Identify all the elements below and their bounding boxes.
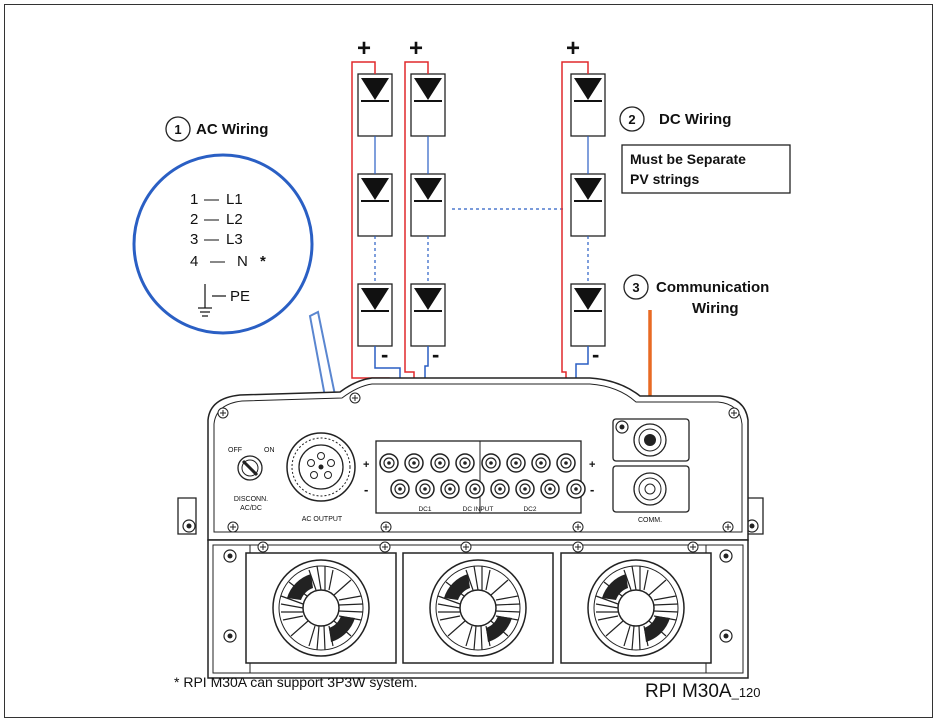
ac-callout-number: 1 [174,122,181,137]
ac-pin-2-name: L2 [226,211,243,228]
dc-note-box [621,144,791,194]
ground-icon [198,284,226,317]
comm-port-upper[interactable] [612,418,690,462]
dc-note-line2: PV strings [630,171,699,187]
dc1-label: DC1 [418,506,431,513]
switch-off-label: OFF [228,447,242,454]
ac-pin-4-mark: * [260,253,266,270]
ac-pinout-magnifier: 1 — L1 2 — L2 3 — L3 4 — N * PE [132,153,314,335]
ac-pin-4-num: 4 [190,253,198,270]
ac-pin-2-num: 2 [190,211,198,228]
ac-pin-4-dash: — [210,253,225,270]
comm-port-lower[interactable] [612,465,690,513]
dc-minus-left: - [364,482,368,497]
pv-string-n [570,73,606,347]
ac-wiring-callout: 1 AC Wiring [165,116,268,142]
ac-output-label: AC OUTPUT [302,516,343,523]
dc2-label: DC2 [523,506,536,513]
disconn-label-2: AC/DC [240,505,262,512]
ac-pin-2-dash: — [204,211,219,228]
minus-label-1: - [381,342,388,367]
comm-callout-number: 3 [632,280,639,295]
dc-callout-number: 2 [628,112,635,127]
ac-pin-3-name: L3 [226,231,243,248]
comm-callout-label-1: Communication [656,279,769,296]
dc-wiring-callout: 2 DC Wiring Must be Separate PV strings [619,106,791,194]
ac-pin-3-num: 3 [190,231,198,248]
dc-note-line1: Must be Separate [630,151,746,167]
dc-input-block [375,440,582,514]
minus-label-n: - [592,342,599,367]
dc-input-label: DC INPUT [463,506,494,513]
plus-label-1: + [357,35,371,62]
ac-pin-1-dash: — [204,191,219,208]
minus-label-2: - [432,342,439,367]
dc-plus-right: + [589,459,595,471]
ac-output-connector[interactable] [286,432,356,502]
ac-callout-label: AC Wiring [196,121,268,138]
ac-pin-4-name: N [237,253,248,270]
footnote: * RPI M30A can support 3P3W system. [174,674,418,690]
dc-callout-label: DC Wiring [659,111,731,128]
model-name: RPI M30A_120 [645,681,761,702]
comm-label: COMM. [638,517,662,524]
figure-frame [4,4,933,718]
model-name-main: RPI M30A [645,681,732,702]
comm-wiring-callout: 3 Communication Wiring [623,274,769,317]
pv-string-2 [410,73,446,347]
plus-label-2: + [409,35,423,62]
ac-pe-label: PE [230,288,250,305]
dc-minus-right: - [590,482,594,497]
ac-pin-3-dash: — [204,231,219,248]
dc-disconnect-switch[interactable] [237,455,263,481]
plus-label-n: + [566,35,580,62]
model-name-suffix: _120 [731,685,761,700]
dc-plus-left: + [363,459,369,471]
disconn-label-1: DISCONN. [234,496,268,503]
pv-string-1 [357,73,393,347]
ac-pin-1-num: 1 [190,191,198,208]
comm-callout-label-2: Wiring [692,300,739,317]
ac-pin-1-name: L1 [226,191,243,208]
switch-on-label: ON [264,447,275,454]
